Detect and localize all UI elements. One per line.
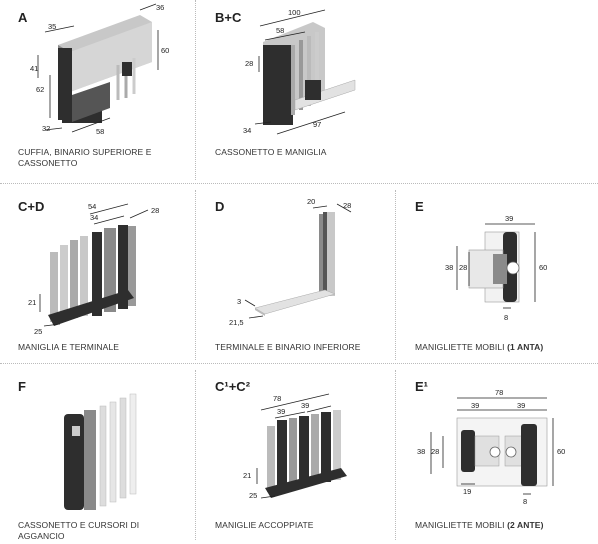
dim-label: 39: [517, 401, 525, 410]
panel-letter: E: [415, 199, 424, 214]
dim-label: 38: [445, 263, 453, 272]
profile-drawing: 20 28 3 21,5: [229, 197, 351, 327]
panel-letter: C¹+C²: [215, 379, 251, 394]
panel-caption: MANIGLIETTE MOBILI (2 ANTE): [415, 520, 595, 531]
divider: [195, 370, 196, 540]
panel-caption: CUFFIA, BINARIO SUPERIORE E CASSONETTO: [18, 147, 152, 168]
dim-label: 41: [30, 64, 38, 73]
dim-label: 78: [273, 394, 281, 403]
profile-drawing: [64, 393, 137, 510]
dim-label: 39: [471, 401, 479, 410]
panel-caption: CASSONETTO E CURSORI DI AGGANCIO: [18, 520, 140, 541]
dim-label: 28: [245, 59, 253, 68]
dim-label: 21,5: [229, 318, 244, 327]
profile-drawing: 78 39 39 38 28 60 19 8: [417, 388, 565, 506]
dim-label: 39: [505, 214, 513, 223]
dim-label: 25: [249, 491, 257, 500]
panel-letter: F: [18, 379, 26, 394]
dim-label: 21: [28, 298, 36, 307]
dim-label: 38: [417, 447, 425, 456]
dim-label: 28: [459, 263, 467, 272]
panel-letter: E¹: [415, 379, 428, 394]
panel-letter: B+C: [215, 10, 242, 25]
panel-f: F CASSONETTO E CURSORI DI AGGANCIO: [0, 370, 195, 544]
dim-label: 21: [243, 471, 251, 480]
divider: [195, 0, 196, 180]
dim-label: 62: [36, 85, 44, 94]
dim-label: 34: [90, 213, 98, 222]
dim-label: 28: [151, 206, 159, 215]
dim-label: 8: [523, 497, 527, 506]
dim-label: 35: [48, 22, 56, 31]
caption-bold: (1 ANTA): [507, 342, 544, 352]
dim-label: 8: [504, 313, 508, 322]
dim-label: 36: [156, 3, 164, 12]
panel-e1: E¹ 78 39 39 38 28 60 19 8 MANIGLIETTE MO…: [395, 370, 598, 544]
dim-label: 34: [243, 126, 251, 135]
divider: [395, 190, 396, 360]
dim-label: 28: [431, 447, 439, 456]
divider: [395, 370, 396, 540]
panel-letter: A: [18, 10, 28, 25]
dim-label: 78: [495, 388, 503, 397]
profile-drawing: 39 38 28 60 8: [445, 214, 547, 322]
panel-c1c2: C¹+C² 78 39 39 21 25 MANIGLIE ACCOPPIATE: [195, 370, 395, 544]
profile-drawing: 35 36 60 41 62 32 58: [30, 3, 169, 136]
panel-caption: TERMINALE E BINARIO INFERIORE: [215, 342, 361, 352]
dim-label: 58: [276, 26, 284, 35]
panel-a: A 35 36 60 41 62 32 58 CUFFIA, BINARIO S…: [0, 0, 195, 183]
dim-label: 60: [539, 263, 547, 272]
panel-caption: MANIGLIETTE MOBILI (1 ANTA): [415, 342, 595, 353]
dim-label: 32: [42, 124, 50, 133]
divider: [195, 190, 196, 360]
dim-label: 19: [463, 487, 471, 496]
panel-caption: MANIGLIA E TERMINALE: [18, 342, 120, 352]
dim-label: 39: [301, 401, 309, 410]
dim-label: 100: [288, 8, 301, 17]
panel-caption: MANIGLIE ACCOPPIATE: [215, 520, 314, 530]
panel-e: E 39 38 28 60 8 MANIGLIETTE MOBILI (1 AN…: [395, 190, 598, 360]
dim-label: 60: [161, 46, 169, 55]
dim-label: 39: [277, 407, 285, 416]
panel-cd: C+D 54 34 28 21 25 MANIGLIA E TERMINALE: [0, 190, 195, 360]
panel-caption: CASSONETTO E MANIGLIA: [215, 147, 327, 157]
panel-d: D 20 28 3 21,5 TERMINALE E BINARIO INFER…: [195, 190, 395, 360]
profile-drawing: 54 34 28 21 25: [28, 202, 159, 336]
dim-label: 3: [237, 297, 241, 306]
caption-bold: (2 ANTE): [507, 520, 544, 530]
panel-bc: B+C 100 58 28 34 97 CASSONETTO E MANIGLI…: [195, 0, 405, 183]
profile-drawing: 100 58 28 34 97: [243, 8, 356, 135]
dim-label: 54: [88, 202, 96, 211]
divider: [0, 363, 598, 364]
profile-drawing: 78 39 39 21 25: [243, 393, 347, 500]
panel-letter: C+D: [18, 199, 45, 214]
dim-label: 28: [343, 201, 351, 210]
panel-letter: D: [215, 199, 225, 214]
caption-text: MANIGLIETTE MOBILI: [415, 520, 505, 530]
dim-label: 58: [96, 127, 104, 136]
dim-label: 60: [557, 447, 565, 456]
dim-label: 20: [307, 197, 315, 206]
dim-label: 97: [313, 120, 321, 129]
divider: [0, 183, 598, 184]
dim-label: 25: [34, 327, 42, 336]
caption-text: MANIGLIETTE MOBILI: [415, 342, 505, 352]
